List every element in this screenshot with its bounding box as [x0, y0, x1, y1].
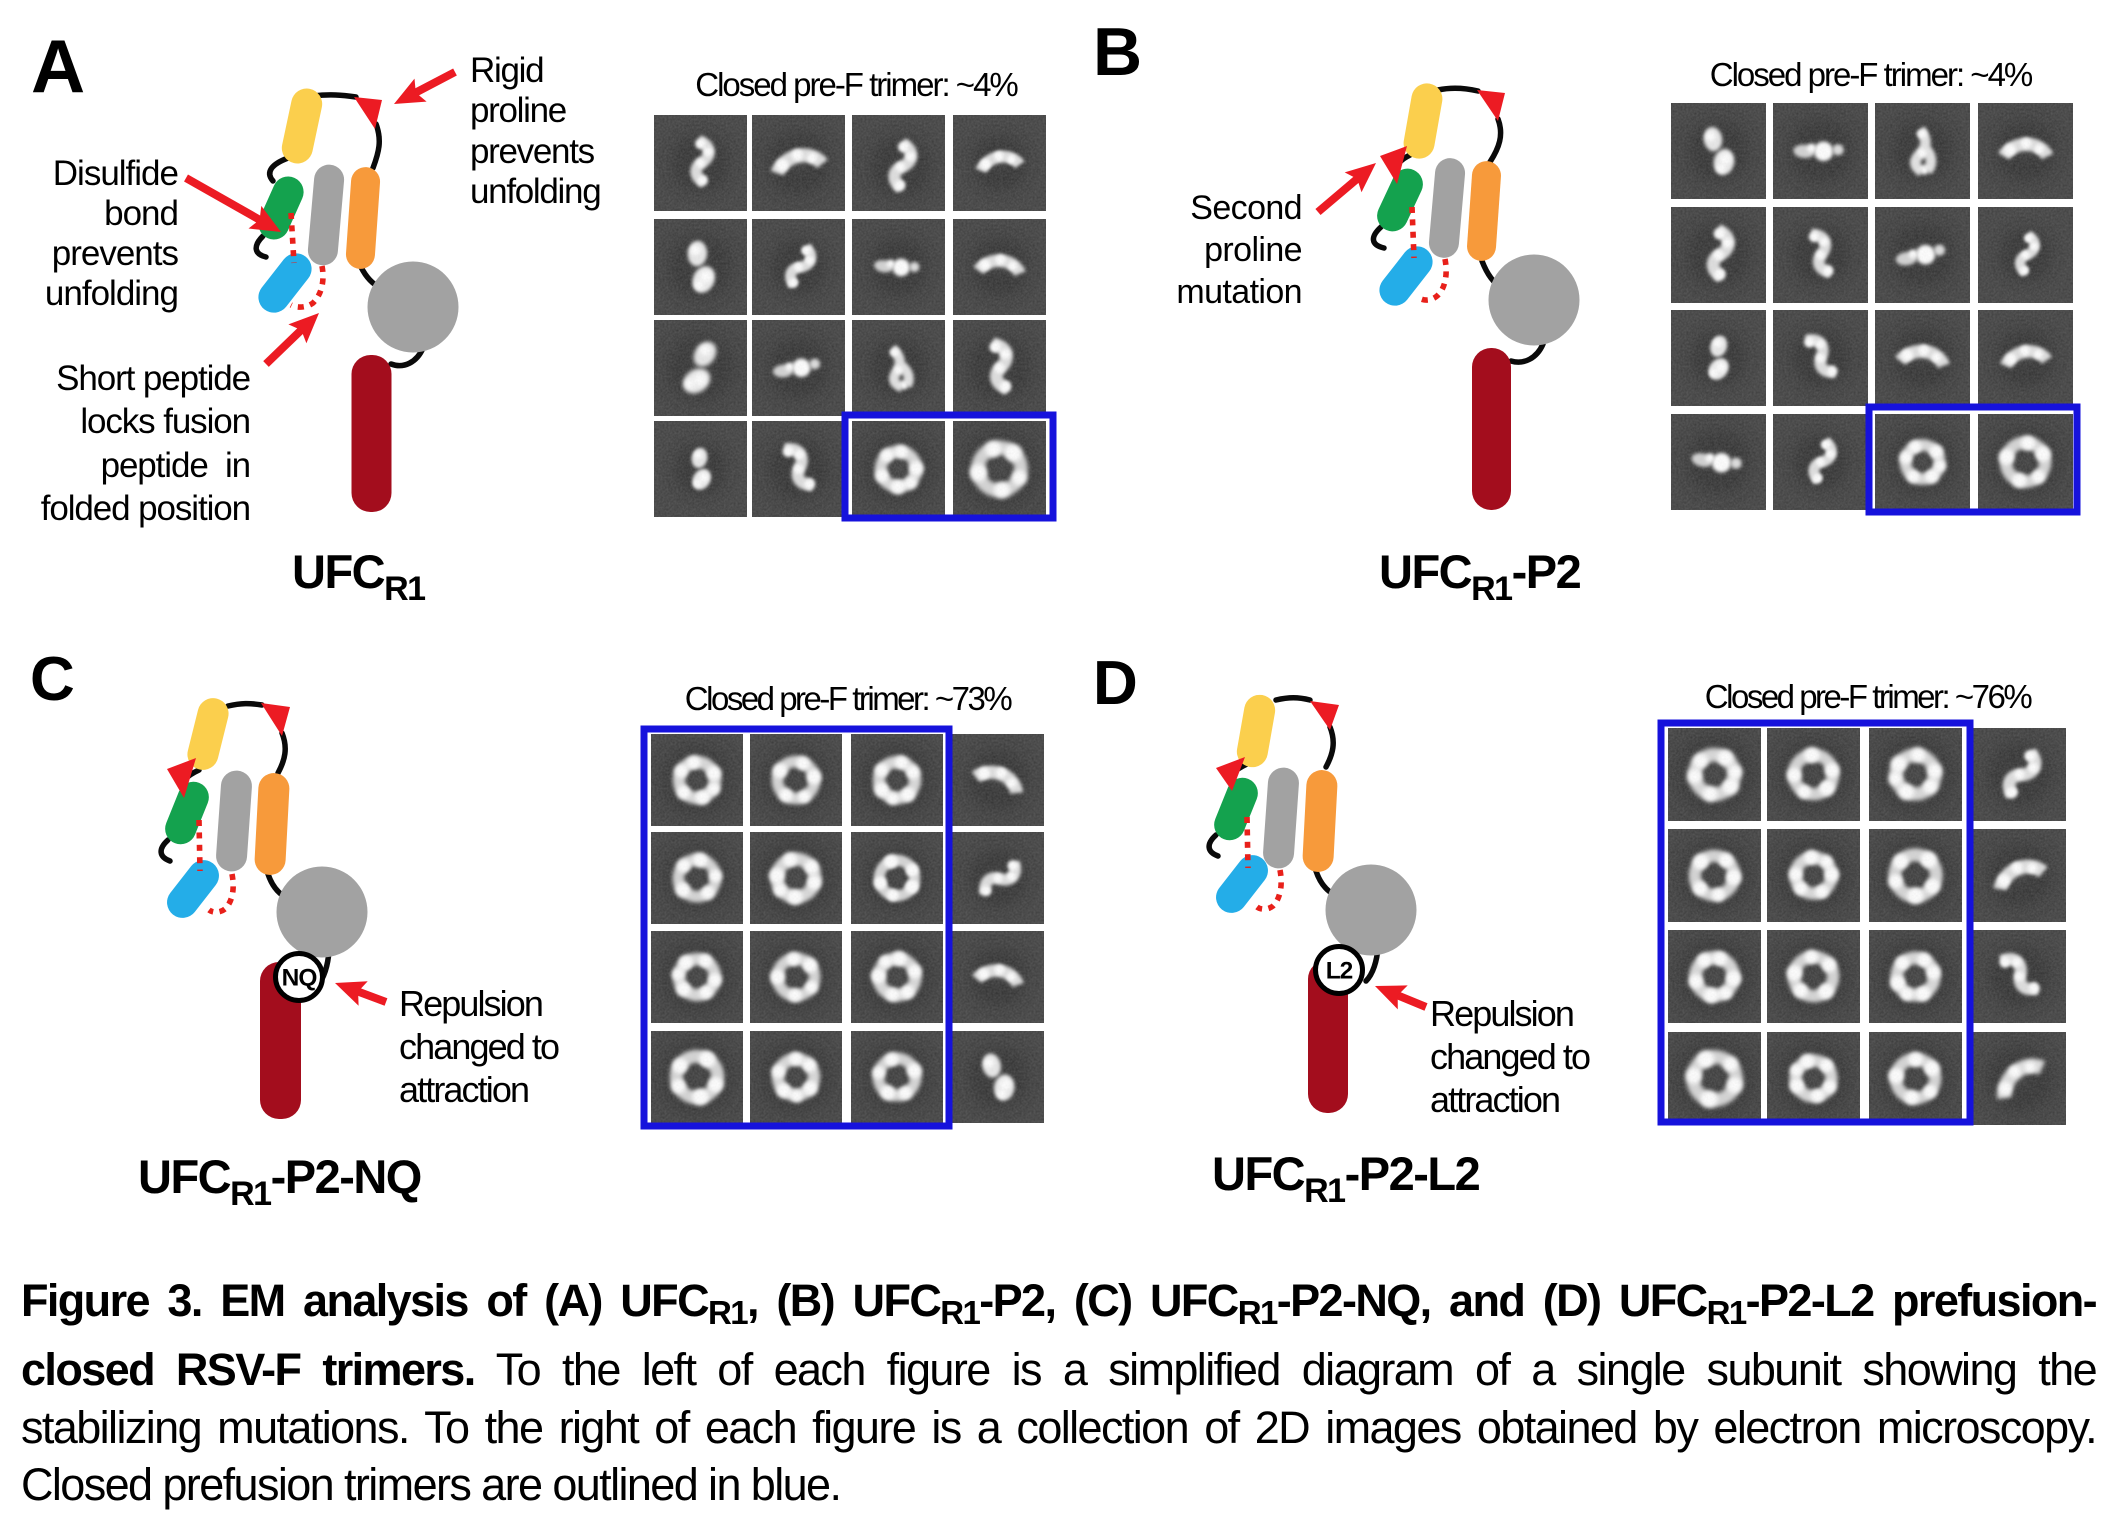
svg-text:NQ: NQ [282, 965, 318, 992]
svg-text:L2: L2 [1326, 958, 1353, 985]
